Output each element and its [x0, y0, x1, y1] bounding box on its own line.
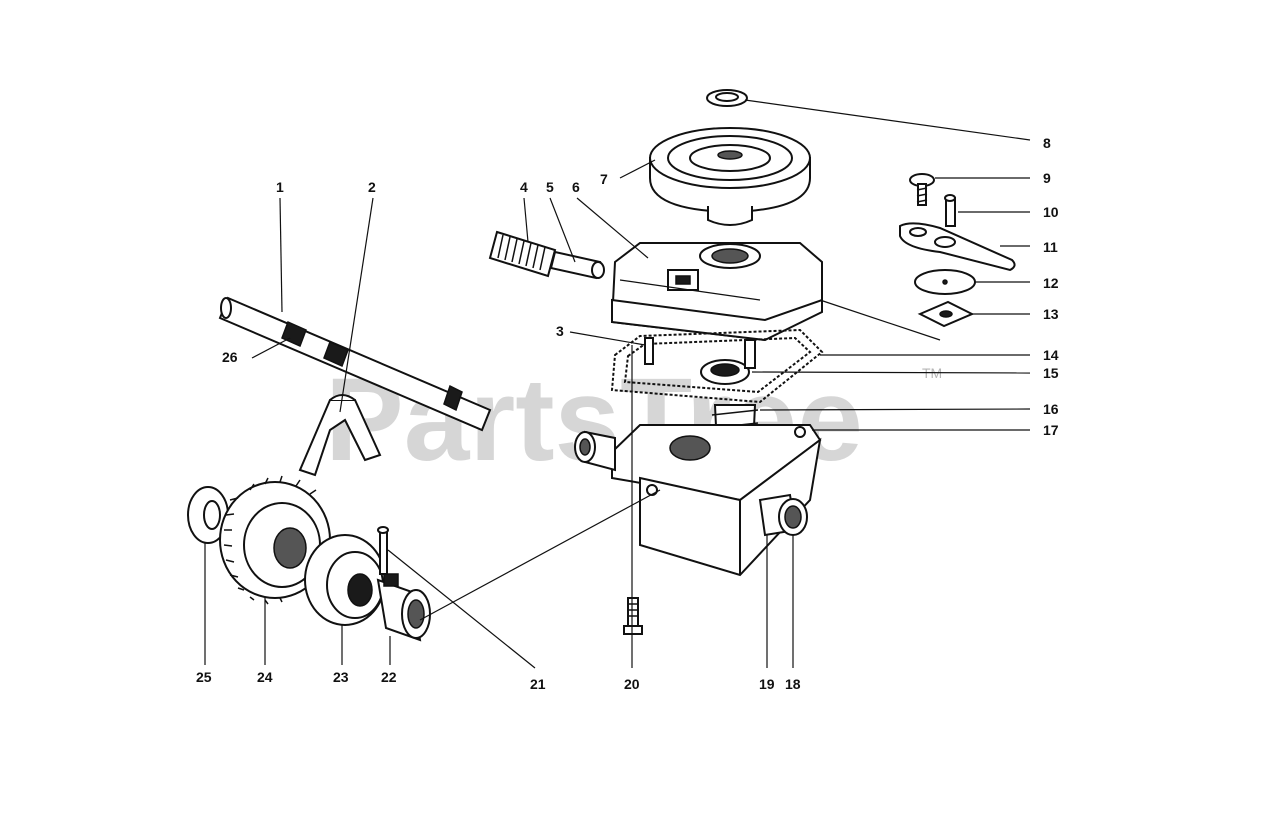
callout-3[interactable]: 3	[556, 323, 564, 339]
callout-26[interactable]: 26	[222, 349, 238, 365]
callout-22[interactable]: 22	[381, 669, 397, 685]
part-7-pulley[interactable]	[649, 127, 811, 226]
callout-21[interactable]: 21	[530, 676, 546, 692]
part-3-stud[interactable]	[644, 337, 654, 365]
callout-1[interactable]: 1	[276, 179, 284, 195]
callout-14[interactable]: 14	[1043, 347, 1059, 363]
part-5-pin[interactable]	[549, 250, 605, 280]
shaft-end-bushing[interactable]	[574, 430, 616, 472]
part-1-shaft[interactable]	[218, 296, 492, 432]
part-8-washer[interactable]	[706, 89, 748, 107]
callout-5[interactable]: 5	[546, 179, 554, 195]
part-15-seal[interactable]	[700, 339, 756, 385]
callout-10[interactable]: 10	[1043, 204, 1059, 220]
part-18-bushing[interactable]	[758, 493, 808, 537]
callout-11[interactable]: 11	[1043, 239, 1058, 255]
callout-18[interactable]: 18	[785, 676, 801, 692]
callout-20[interactable]: 20	[624, 676, 640, 692]
callout-7[interactable]: 7	[600, 171, 608, 187]
part-13-plate[interactable]	[917, 300, 975, 328]
callout-25[interactable]: 25	[196, 669, 212, 685]
part-23-collar[interactable]	[304, 534, 386, 626]
part-25-washer[interactable]	[187, 486, 229, 544]
housing-cover[interactable]	[610, 242, 823, 342]
part-9-screw[interactable]	[909, 173, 935, 206]
part-11-lever[interactable]	[899, 222, 1016, 272]
callout-13[interactable]: 13	[1043, 306, 1059, 322]
callout-17[interactable]: 17	[1043, 422, 1059, 438]
callout-19[interactable]: 19	[759, 676, 775, 692]
callout-8[interactable]: 8	[1043, 135, 1051, 151]
part-22-sleeve[interactable]	[376, 573, 431, 642]
part-12-disc[interactable]	[914, 269, 976, 295]
callout-16[interactable]: 16	[1043, 401, 1059, 417]
part-4-spring[interactable]	[488, 230, 557, 278]
leader-lines	[204, 99, 1031, 669]
part-17-housing[interactable]	[611, 424, 822, 577]
part-21-pin[interactable]	[377, 526, 389, 575]
part-10-pin[interactable]	[944, 194, 956, 227]
callout-24[interactable]: 24	[257, 669, 273, 685]
callout-6[interactable]: 6	[572, 179, 580, 195]
callout-15[interactable]: 15	[1043, 365, 1059, 381]
callouts: 1 2 3 4 5 6 7 8 9 10 11 12 13 14 15 16 1…	[196, 135, 1059, 692]
callout-4[interactable]: 4	[520, 179, 528, 195]
callout-2[interactable]: 2	[368, 179, 376, 195]
callout-9[interactable]: 9	[1043, 170, 1051, 186]
callout-23[interactable]: 23	[333, 669, 349, 685]
callout-12[interactable]: 12	[1043, 275, 1059, 291]
part-20-bolt[interactable]	[623, 597, 643, 635]
